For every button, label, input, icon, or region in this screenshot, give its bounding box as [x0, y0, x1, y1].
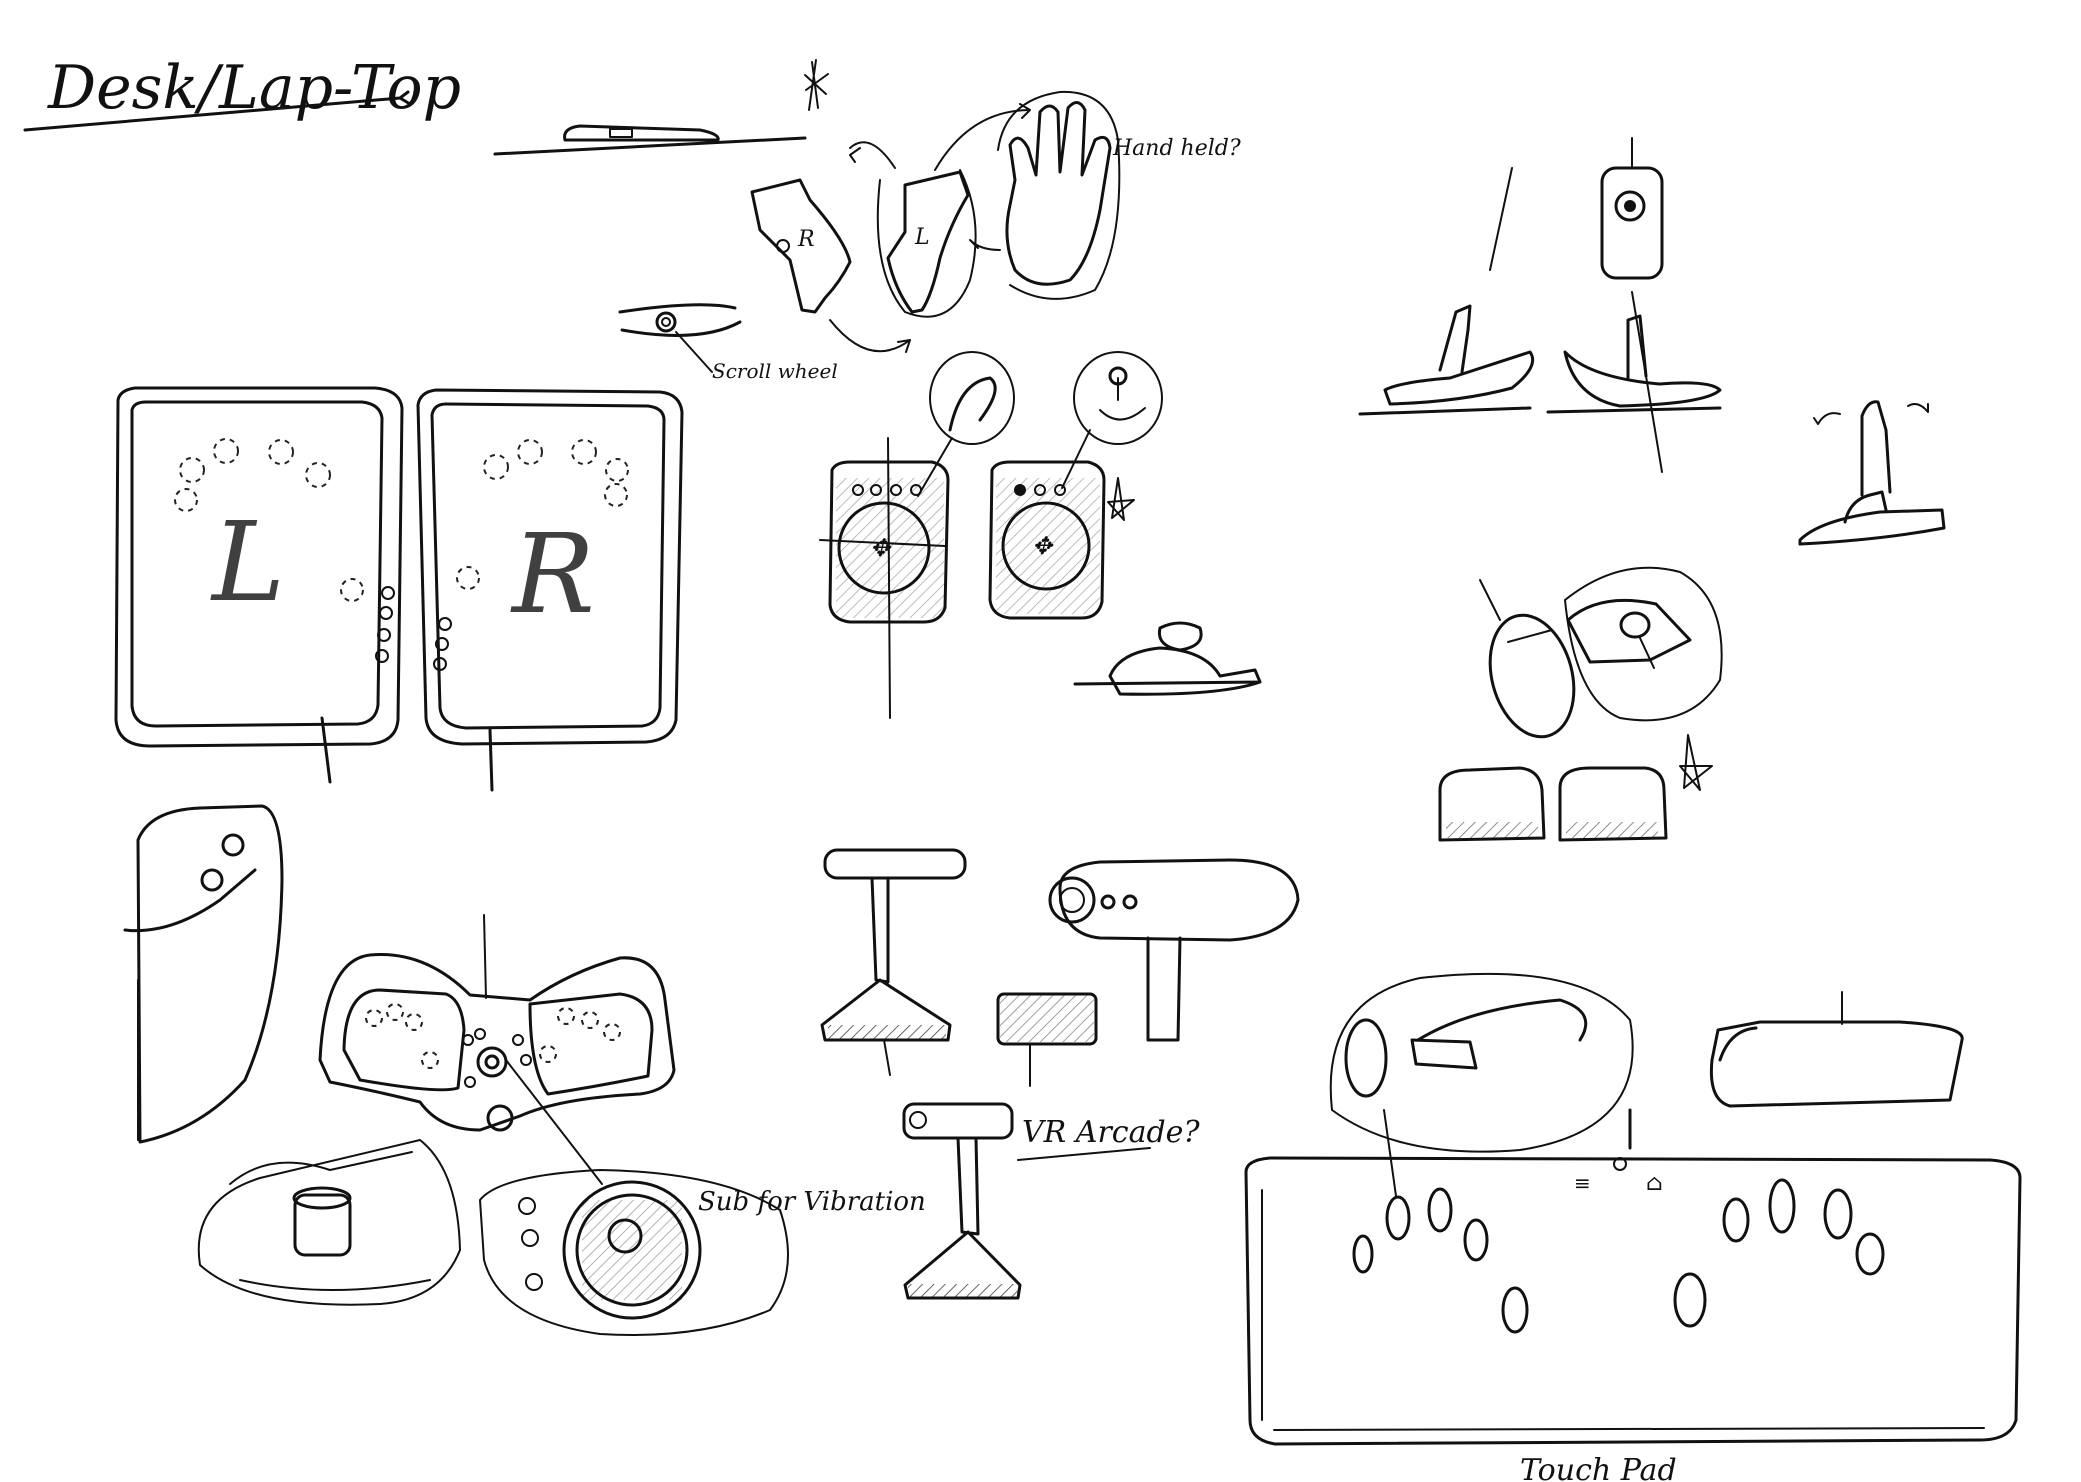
hand-held-note: Hand held? [1112, 136, 1241, 161]
joystick-base-concepts [1358, 137, 1946, 546]
move-icon-2: ✥ [1032, 532, 1054, 560]
mouse-and-slipper-concepts [1438, 566, 1723, 842]
title-text: Desk/Lap-Top [47, 53, 461, 123]
home-icon: ⌂ [1646, 1171, 1663, 1196]
grip-left-marker: L [914, 225, 930, 250]
grip-right-marker: R [797, 227, 815, 252]
combined-pad-dots [365, 1003, 621, 1069]
scroll-wheel-detail: Scroll wheel [618, 303, 838, 383]
right-panel-side-buttons [433, 617, 452, 671]
sheet-title: Desk/Lap-Top [23, 53, 461, 132]
vr-arcade-controllers: VR Arcade? [820, 848, 1300, 1300]
touch-pad-top-controls: ≡ ⌂ [1574, 1108, 1663, 1196]
handheld-concept: R L Hand held? [750, 90, 1241, 353]
vr-arcade-note: VR Arcade? [1022, 1115, 1200, 1150]
left-panel-marker: L [210, 498, 285, 626]
split-touch-panels: L R [114, 386, 684, 792]
move-icon: ✥ [870, 534, 892, 562]
flat-controller-side-view [493, 124, 807, 156]
side-grip-concept [123, 804, 284, 1144]
menu-icon: ≡ [1574, 1171, 1591, 1195]
touch-pad-finger-pads [1352, 1178, 1885, 1334]
combined-pad-concept: Sub for Vibration [197, 914, 926, 1336]
sub-vibration-note: Sub for Vibration [698, 1187, 926, 1217]
touch-pad-note: Touch Pad [1520, 1453, 1677, 1482]
left-panel-button-dots [174, 438, 364, 602]
right-panel-button-dots [456, 439, 629, 590]
star-icon-2 [1107, 477, 1135, 521]
right-panel-marker: R [510, 510, 595, 638]
left-panel-side-buttons [375, 586, 395, 663]
star-icon-3 [1679, 734, 1713, 791]
scroll-wheel-note: Scroll wheel [712, 359, 838, 383]
touch-pad-concept: ≡ ⌂ Touch Pad [1244, 972, 2022, 1482]
star-icon [804, 59, 829, 111]
twin-pad-controllers: ✥ ✥ [819, 351, 1262, 719]
